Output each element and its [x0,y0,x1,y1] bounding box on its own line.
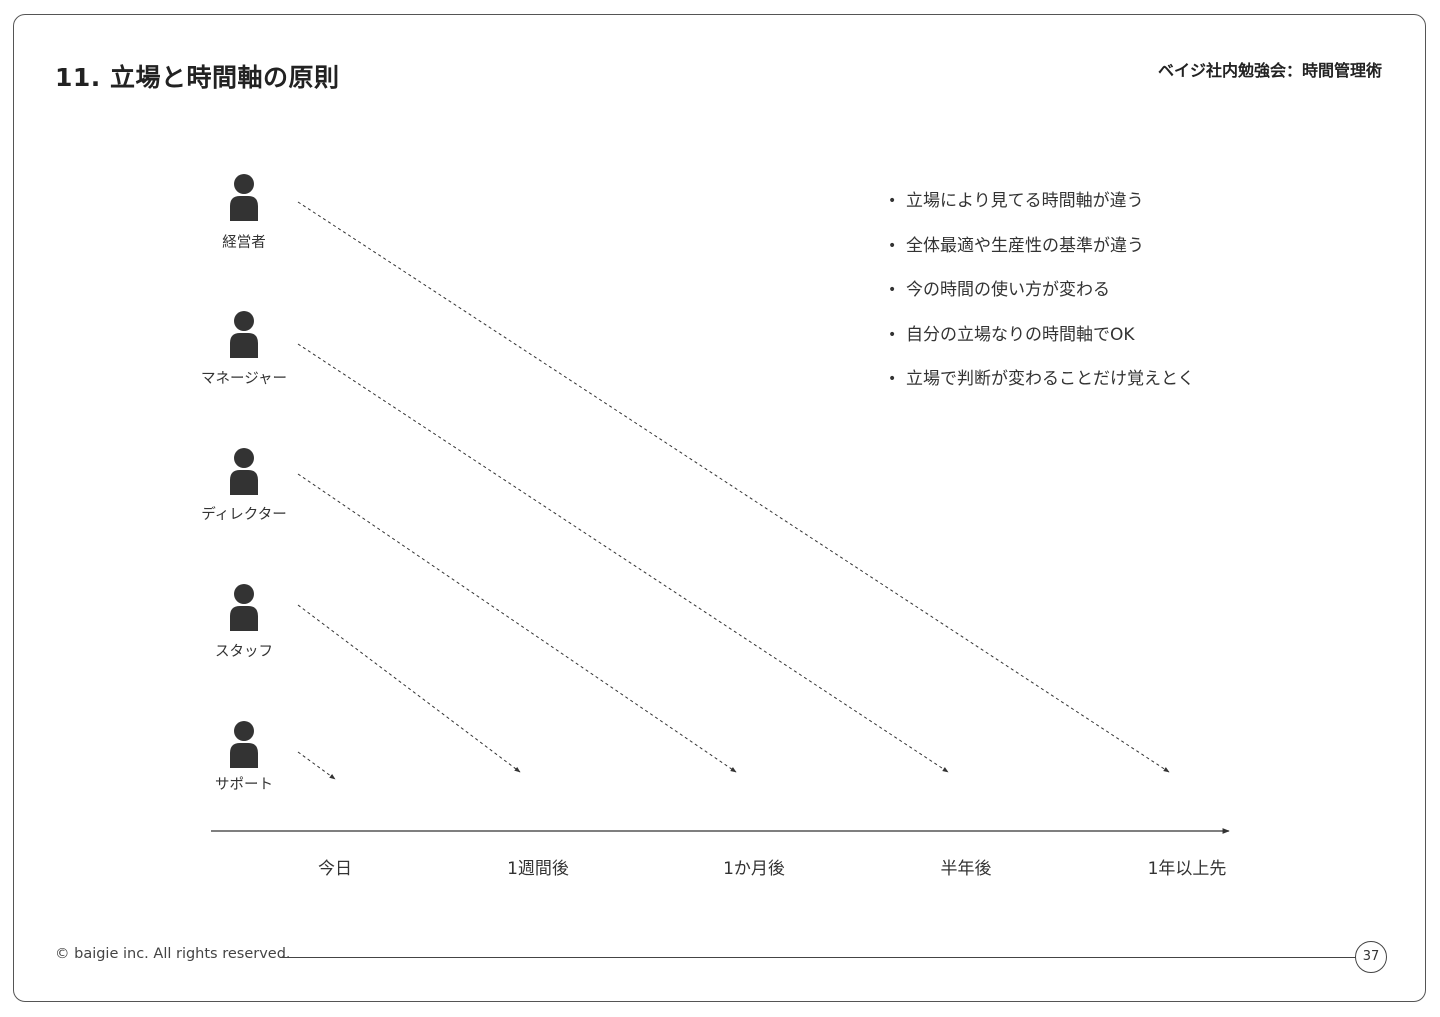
page-number: 37 [1355,941,1387,973]
role-label: スタッフ [215,644,273,660]
timeline-label: 1週間後 [507,859,569,879]
person-icon [230,311,258,358]
bullet-dot-icon: • [888,371,897,387]
bullet-text: 今の時間の使い方が変わる [906,280,1110,300]
person-icon [230,448,258,495]
bullet-dot-icon: • [888,326,897,343]
bullet-item: • 全体最適や生産性の基準が違う [888,233,1195,278]
bullet-item: • 立場で判断が変わることだけ覚えとく [888,366,1195,411]
series-title: ベイジ社内勉強会：時間管理術 [1157,61,1382,80]
bullet-text: 自分の立場なりの時間軸でOK [906,324,1135,345]
time-horizon-arrow [297,473,737,773]
role-label: マネージャー [201,371,287,387]
person-icon [230,174,258,221]
timeline-label: 今日 [318,859,352,879]
person-icon [230,721,258,768]
timeline-label: 半年後 [940,859,992,879]
role-label: 経営者 [222,235,266,251]
bullet-dot-icon: • [888,282,897,298]
bullet-dot-icon: • [888,237,897,254]
bullet-dot-icon: • [888,193,897,209]
bullet-item: • 今の時間の使い方が変わる [888,277,1195,322]
copyright-text: © baigie inc. All rights reserved. [55,946,291,962]
bullet-text: 全体最適や生産性の基準が違う [906,235,1144,256]
timeline-label: 1年以上先 [1147,859,1227,879]
role-label: サポート [215,777,273,793]
time-horizon-arrow [297,343,949,773]
person-icon [230,584,258,631]
footer-divider [280,957,1356,958]
time-horizon-arrow [297,751,336,780]
bullet-item: • 自分の立場なりの時間軸でOK [888,322,1195,367]
role-label: ディレクター [201,507,287,523]
key-points-list: • 立場により見てる時間軸が違う • 全体最適や生産性の基準が違う • 今の時間の使い方が… [888,188,1195,411]
bullet-item: • 立場により見てる時間軸が違う [888,188,1195,233]
timeline-label: 1か月後 [723,859,785,879]
bullet-text: 立場で判断が変わることだけ覚えとく [906,369,1195,389]
page-title: 11. 立場と時間軸の原則 [55,63,340,92]
bullet-text: 立場により見てる時間軸が違う [906,191,1144,211]
time-horizon-arrow [297,604,521,773]
